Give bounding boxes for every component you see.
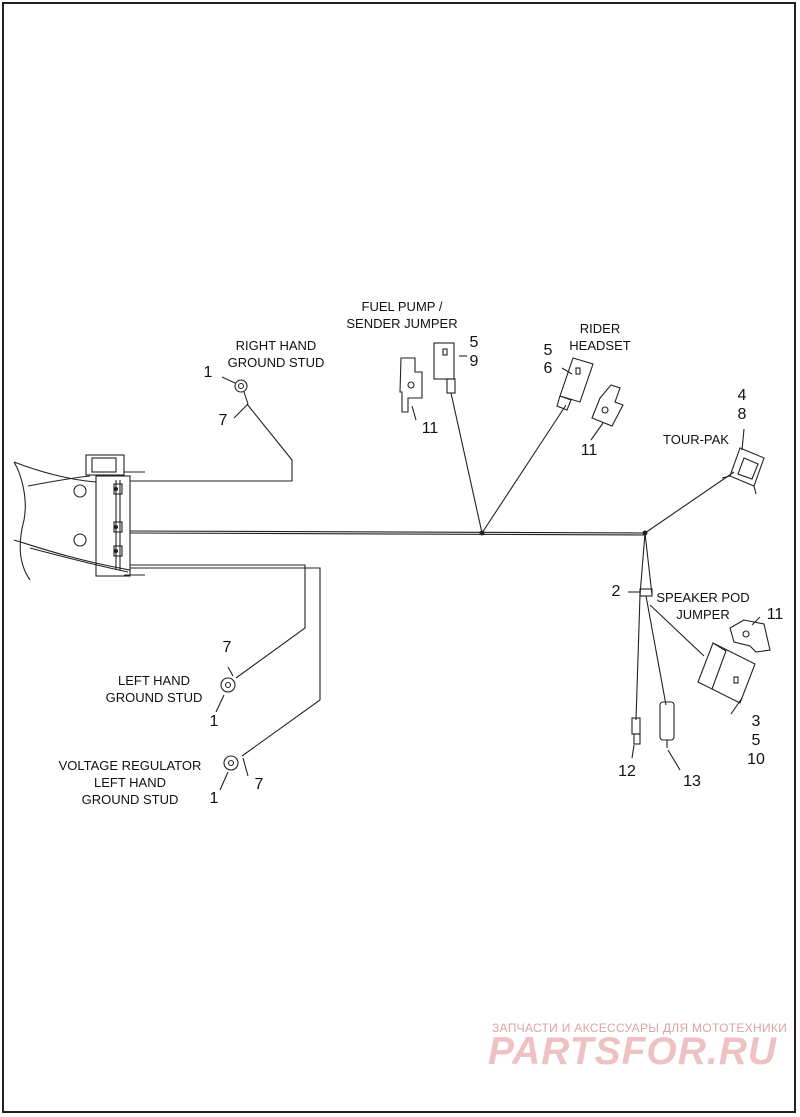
main-trunk bbox=[129, 530, 646, 534]
fuel-pump-cap bbox=[399, 357, 423, 413]
callout-fuel-11: 11 bbox=[421, 420, 439, 437]
tour-pak-wire bbox=[644, 471, 735, 534]
label-line: GROUND STUD bbox=[81, 792, 179, 807]
callout-speaker-5: 5 bbox=[751, 732, 761, 749]
label-line: JUMPER bbox=[676, 607, 730, 622]
label-rider-headset: RIDER HEADSET bbox=[563, 320, 637, 354]
label-lh-ground-stud: LEFT HAND GROUND STUD bbox=[96, 672, 212, 706]
label-voltage-regulator-ground-stud: VOLTAGE REGULATOR LEFT HAND GROUND STUD bbox=[50, 757, 210, 808]
callout-rider-5: 5 bbox=[543, 342, 553, 359]
watermark-brand: PARTSFOR.RU bbox=[488, 1030, 778, 1073]
callout-rh-7: 7 bbox=[218, 412, 228, 429]
callout-speaker-10: 10 bbox=[747, 751, 765, 768]
label-line: LEFT HAND bbox=[94, 775, 166, 790]
label-fuel-pump-sender-jumper: FUEL PUMP / SENDER JUMPER bbox=[338, 298, 466, 332]
callout-vr-1: 1 bbox=[209, 790, 219, 807]
splice bbox=[639, 588, 653, 597]
label-rh-ground-stud: RIGHT HAND GROUND STUD bbox=[214, 337, 338, 371]
junction-dot-right bbox=[642, 530, 648, 536]
callout-speaker-3: 3 bbox=[751, 713, 761, 730]
bracket-hole-top bbox=[73, 484, 87, 498]
callout-tour-4: 4 bbox=[737, 387, 747, 404]
rh-ring-terminal bbox=[234, 379, 248, 393]
callout-rider-6: 6 bbox=[543, 360, 553, 377]
mounting-bracket bbox=[95, 475, 131, 577]
callout-tour-8: 8 bbox=[737, 406, 747, 423]
bullet-terminal bbox=[631, 717, 641, 735]
label-tour-pak: TOUR-PAK bbox=[656, 431, 736, 448]
label-line: VOLTAGE REGULATOR bbox=[58, 758, 202, 773]
callout-splice-2: 2 bbox=[611, 583, 621, 600]
fender-outline bbox=[13, 461, 131, 571]
rh-ground-wire bbox=[130, 403, 293, 482]
fuel-pump-wire bbox=[450, 392, 483, 534]
callout-lh-7: 7 bbox=[222, 639, 232, 656]
speaker-pod-cap bbox=[729, 619, 771, 653]
callout-fuel-5: 5 bbox=[469, 334, 479, 351]
label-line: HEADSET bbox=[569, 338, 631, 353]
callout-lh-1: 1 bbox=[209, 713, 219, 730]
tour-pak-connector bbox=[729, 447, 765, 487]
label-line: LEFT HAND bbox=[118, 673, 190, 688]
junction-dot-center bbox=[479, 530, 485, 536]
callout-vr-7: 7 bbox=[254, 776, 264, 793]
label-line: SENDER JUMPER bbox=[346, 316, 458, 331]
callout-speaker-11: 11 bbox=[766, 606, 784, 623]
rider-cap bbox=[591, 384, 624, 427]
label-line: SPEAKER POD bbox=[656, 590, 750, 605]
speaker-pod-wire bbox=[649, 604, 705, 657]
label-line: RIGHT HAND bbox=[235, 338, 317, 353]
callout-rider-11: 11 bbox=[580, 442, 598, 459]
lh-ground-wire bbox=[130, 564, 306, 679]
callout-bullet-12: 12 bbox=[618, 763, 636, 780]
label-line: RIDER bbox=[579, 321, 621, 336]
callout-sleeve-13: 13 bbox=[683, 773, 701, 790]
label-line: GROUND STUD bbox=[105, 690, 203, 705]
label-line: FUEL PUMP / bbox=[361, 299, 443, 314]
bracket-hole-bottom bbox=[73, 533, 87, 547]
label-line: TOUR-PAK bbox=[663, 432, 729, 447]
vr-ground-wire bbox=[130, 567, 321, 757]
watermark-tagline: ЗАПЧАСТИ И АКСЕССУАРЫ ДЛЯ МОТОТЕХНИКИ bbox=[492, 1021, 788, 1035]
fuel-connector bbox=[433, 342, 455, 380]
callout-fuel-9: 9 bbox=[469, 353, 479, 370]
callout-rh-1: 1 bbox=[203, 364, 213, 381]
lh-ring-terminal bbox=[220, 677, 236, 693]
sleeve bbox=[659, 701, 675, 741]
label-line: GROUND STUD bbox=[227, 355, 325, 370]
rider-connector bbox=[559, 357, 594, 403]
rider-headset-wire bbox=[481, 404, 567, 534]
speaker-pod-connector bbox=[697, 642, 756, 704]
vr-ring-terminal bbox=[223, 755, 239, 771]
label-speaker-pod-jumper: SPEAKER POD JUMPER bbox=[654, 589, 752, 623]
